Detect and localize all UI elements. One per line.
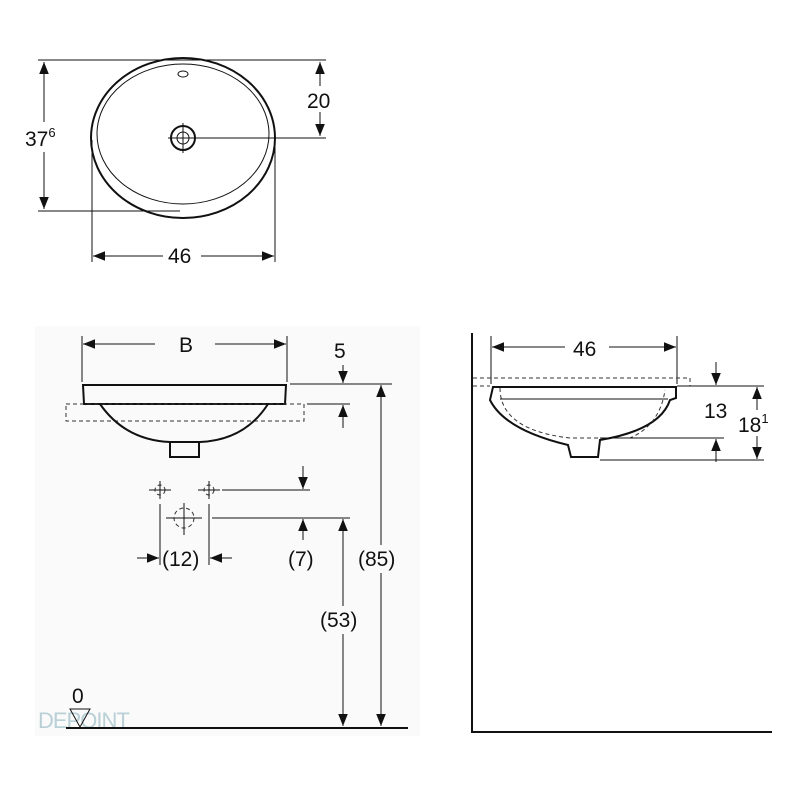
waste-outlet-icon	[166, 503, 202, 535]
width-label: 46	[168, 245, 191, 268]
overflow-hole	[177, 70, 189, 78]
drain-offset-label: 20	[307, 90, 330, 113]
tap-spacing-label: (12)	[162, 548, 199, 571]
width-b-label: B	[179, 334, 193, 357]
rim-height-label: 5	[334, 340, 346, 363]
drain-outlet	[169, 442, 200, 458]
basin-profile	[488, 386, 677, 458]
floor-level-label: 0	[72, 685, 84, 708]
level-marker-icon	[69, 708, 91, 729]
basin-inner-outline	[96, 63, 270, 205]
tap-hole-left-icon	[149, 481, 171, 499]
side-view: 46 13 181	[471, 333, 778, 733]
countertop-outline-side	[473, 377, 691, 386]
depth-dimension-label: 376	[25, 125, 56, 151]
front-view: DEPOINT B 5 (7)	[35, 326, 420, 736]
tap-offset-label: (7)	[288, 548, 314, 571]
total-height-label: (85)	[358, 548, 395, 571]
tap-hole-right-icon	[198, 481, 220, 499]
total-depth-label: 181	[738, 411, 769, 437]
drain-height-label: (53)	[320, 609, 357, 632]
top-view: 376 20 46	[22, 57, 337, 268]
side-width-label: 46	[573, 338, 596, 361]
bowl-depth-label: 13	[704, 400, 727, 423]
drain-icon	[168, 123, 198, 153]
basin-bowl	[99, 403, 269, 443]
countertop-outline	[65, 403, 305, 422]
